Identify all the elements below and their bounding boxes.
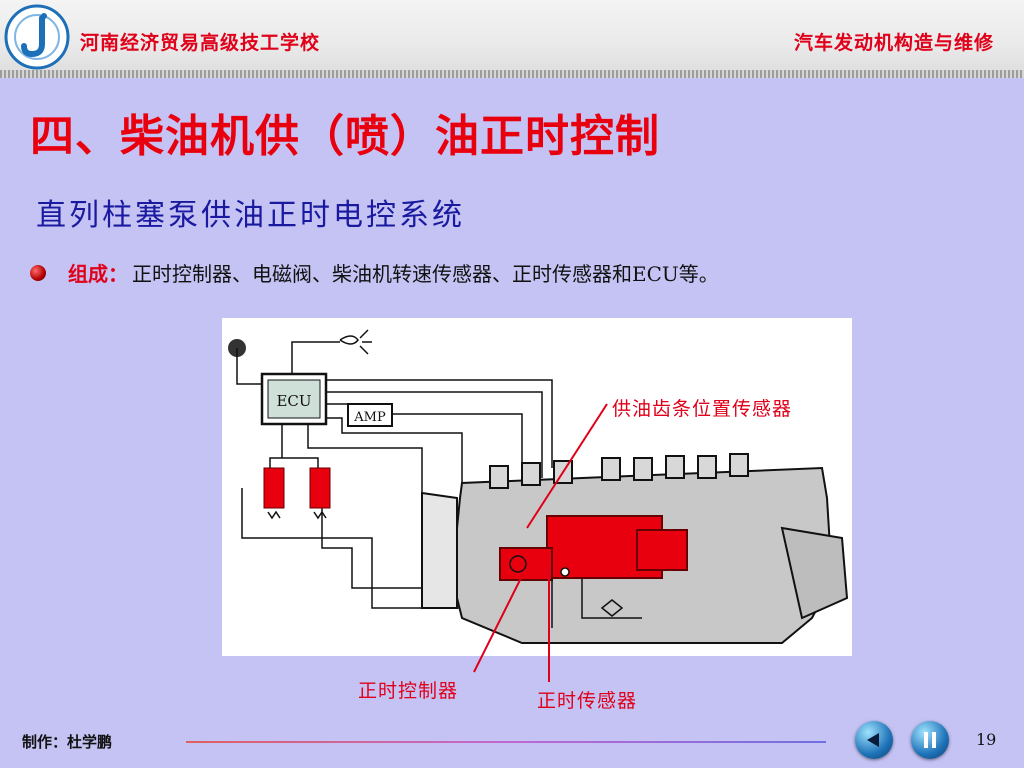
bullet-icon — [30, 264, 46, 281]
pause-button[interactable] — [911, 721, 949, 759]
timing-control-diagram: ECU AMP — [222, 318, 852, 656]
previous-slide-button[interactable] — [855, 721, 893, 759]
bullet-label: 组成： — [68, 262, 128, 286]
previous-arrow-icon — [867, 733, 879, 747]
callout-rack-position-sensor: 供油齿条位置传感器 — [612, 398, 793, 420]
callout-timing-sensor: 正时传感器 — [537, 690, 638, 712]
bullet-item: 组成： 正时控制器、电磁阀、柴油机转速传感器、正时传感器和ECU等。 — [30, 258, 719, 287]
school-name: 河南经济贸易高级技工学校 — [80, 32, 321, 54]
bullet-text: 正时控制器、电磁阀、柴油机转速传感器、正时传感器和ECU等。 — [132, 262, 719, 286]
school-logo — [4, 4, 70, 70]
callout-timing-controller: 正时控制器 — [358, 680, 459, 702]
page-number: 19 — [976, 730, 997, 749]
ecu-label: ECU — [276, 392, 311, 410]
slide-header: 河南经济贸易高级技工学校 汽车发动机构造与维修 — [0, 0, 1024, 78]
header-divider — [0, 70, 1024, 78]
slide-title: 四、柴油机供（喷）油正时控制 — [30, 111, 660, 162]
slide-subtitle: 直列柱塞泵供油正时电控系统 — [36, 198, 465, 233]
amp-label: AMP — [353, 410, 386, 425]
footer-divider — [186, 741, 826, 743]
course-name: 汽车发动机构造与维修 — [793, 32, 994, 54]
footer-author: 制作：杜学鹏 — [22, 733, 113, 751]
pause-icon — [924, 732, 936, 748]
